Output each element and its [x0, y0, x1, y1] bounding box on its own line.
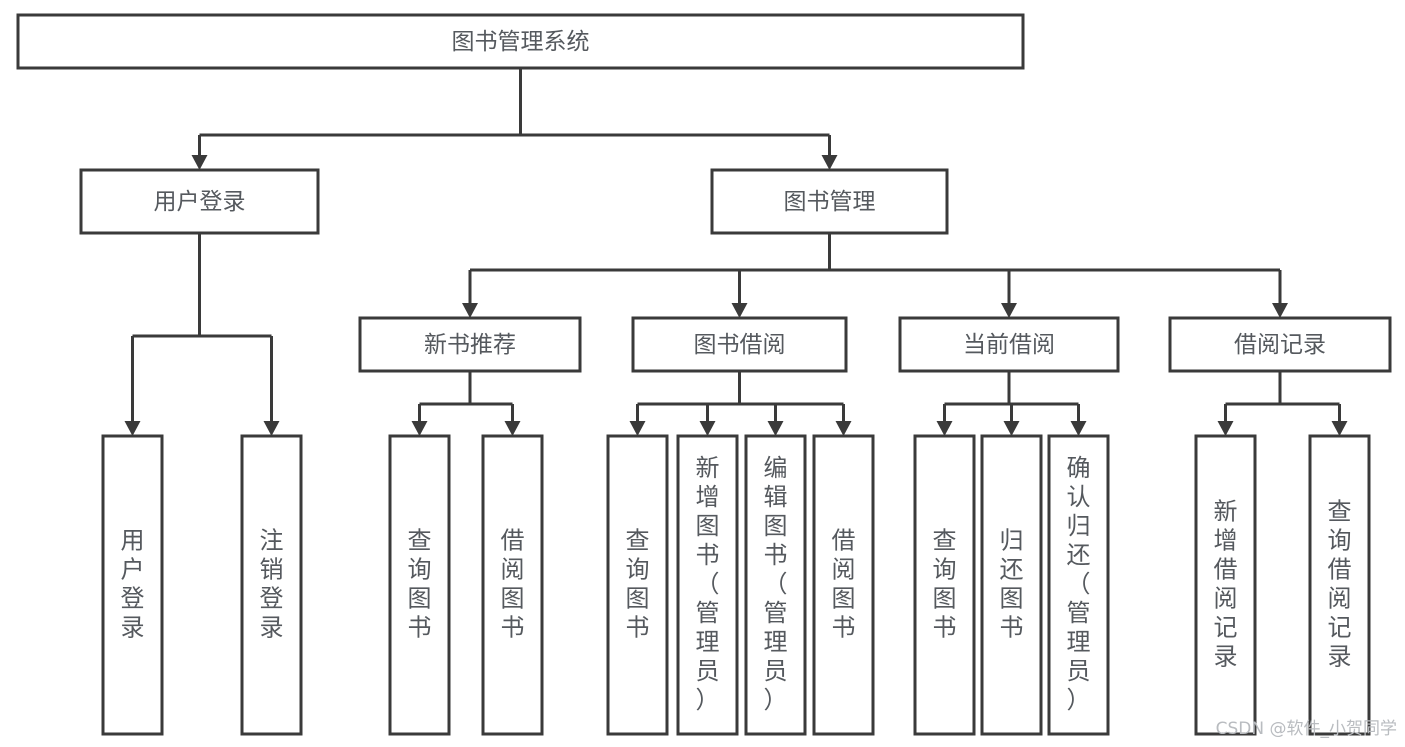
edge-userlogin-leaf-user-logout-arrowhead	[263, 421, 280, 436]
node-box-leaf-return-book[interactable]	[980, 434, 1043, 736]
node-leaf-borrow-book-2[interactable]: 借阅图书	[812, 434, 875, 736]
node-label-current-borrow: 当前借阅	[963, 332, 1055, 358]
node-leaf-return-book[interactable]: 归还图书	[980, 434, 1043, 736]
node-box-leaf-query-book-1[interactable]	[388, 434, 451, 736]
node-box-undefined[interactable]	[16, 13, 1025, 70]
node-box-leaf-user-login[interactable]	[101, 434, 164, 736]
edge-book-borrow-leaf-add-book-arrowhead	[699, 421, 716, 436]
node-box-leaf-borrow-book-1[interactable]	[481, 434, 544, 736]
node-label-book-manage: 图书管理	[784, 189, 876, 215]
node-label-user-login: 用户登录	[154, 189, 246, 215]
node-label-leaf-user-logout: 注销登录	[260, 527, 284, 642]
edge-root-book-manage-arrowhead	[821, 155, 838, 170]
node-leaf-query-book-3[interactable]: 查询图书	[913, 434, 976, 736]
edge-current-borrow-leaf-confirm-return-arrowhead	[1070, 421, 1087, 436]
edge-layer	[124, 68, 1348, 436]
node-box-new-book-recommend[interactable]	[358, 316, 582, 373]
node-leaf-query-book-1[interactable]: 查询图书	[388, 434, 451, 736]
node-box-borrow-record[interactable]	[1168, 316, 1392, 373]
node-box-leaf-query-record[interactable]	[1308, 434, 1371, 736]
node-book-borrow[interactable]: 图书借阅	[631, 316, 848, 373]
edge-borrow-record-leaf-add-record-arrowhead	[1217, 421, 1234, 436]
node-label-leaf-add-record: 新增借阅记录	[1214, 498, 1238, 671]
node-box-leaf-query-book-3[interactable]	[913, 434, 976, 736]
node-box-user-login[interactable]	[79, 168, 320, 235]
node-undefined[interactable]: 图书管理系统	[16, 13, 1025, 70]
edge-userlogin-leaf-user-login-arrowhead	[124, 421, 141, 436]
node-label-leaf-confirm-return: 确认归还（管理员）	[1067, 454, 1091, 714]
node-leaf-query-book-2[interactable]: 查询图书	[606, 434, 669, 736]
node-leaf-borrow-book-1[interactable]: 借阅图书	[481, 434, 544, 736]
node-leaf-edit-book[interactable]: 编辑图书（管理员）	[744, 434, 807, 736]
edge-current-borrow-leaf-query-book-3-arrowhead	[936, 421, 953, 436]
node-box-leaf-add-book[interactable]	[676, 434, 739, 736]
node-leaf-add-record[interactable]: 新增借阅记录	[1194, 434, 1257, 736]
node-label-new-book-recommend: 新书推荐	[424, 332, 516, 358]
node-label-leaf-query-book-1: 查询图书	[408, 527, 432, 642]
edge-new-book-recommend-leaf-query-book-1-arrowhead	[411, 421, 428, 436]
node-new-book-recommend[interactable]: 新书推荐	[358, 316, 582, 373]
edge-borrow-record-leaf-query-record-arrowhead	[1331, 421, 1348, 436]
node-user-login[interactable]: 用户登录	[79, 168, 320, 235]
node-box-book-manage[interactable]	[710, 168, 949, 235]
node-label-leaf-query-record: 查询借阅记录	[1328, 498, 1352, 671]
node-label-leaf-user-login: 用户登录	[121, 527, 145, 642]
edge-book-borrow-leaf-borrow-book-2-arrowhead	[835, 421, 852, 436]
edge-new-book-recommend-leaf-borrow-book-1-arrowhead	[504, 421, 521, 436]
node-label-leaf-borrow-book-2: 借阅图书	[832, 527, 856, 642]
node-book-manage[interactable]: 图书管理	[710, 168, 949, 235]
edge-bookmanage-new-book-recommend-arrowhead	[462, 303, 478, 318]
node-label-leaf-edit-book: 编辑图书（管理员）	[764, 454, 788, 714]
node-label-book-borrow: 图书借阅	[694, 332, 786, 358]
node-box-leaf-confirm-return[interactable]	[1047, 434, 1110, 736]
edge-book-borrow-leaf-query-book-2-arrowhead	[629, 421, 646, 436]
node-label-leaf-query-book-2: 查询图书	[626, 527, 650, 642]
edge-bookmanage-current-borrow-arrowhead	[1001, 303, 1017, 318]
edge-root-user-login-arrowhead	[191, 155, 208, 170]
node-box-book-borrow[interactable]	[631, 316, 848, 373]
node-leaf-confirm-return[interactable]: 确认归还（管理员）	[1047, 434, 1110, 736]
node-label-leaf-borrow-book-1: 借阅图书	[501, 527, 525, 642]
node-borrow-record[interactable]: 借阅记录	[1168, 316, 1392, 373]
node-box-leaf-borrow-book-2[interactable]	[812, 434, 875, 736]
node-label-borrow-record: 借阅记录	[1234, 332, 1326, 358]
node-label-leaf-return-book: 归还图书	[1000, 527, 1024, 642]
node-label-undefined: 图书管理系统	[452, 29, 590, 55]
node-leaf-add-book[interactable]: 新增图书（管理员）	[676, 434, 739, 736]
node-current-borrow[interactable]: 当前借阅	[898, 316, 1120, 373]
edge-book-borrow-leaf-edit-book-arrowhead	[767, 421, 784, 436]
edge-current-borrow-leaf-return-book-arrowhead	[1003, 421, 1020, 436]
node-box-leaf-edit-book[interactable]	[744, 434, 807, 736]
node-box-leaf-user-logout[interactable]	[240, 434, 303, 736]
node-label-leaf-add-book: 新增图书（管理员）	[696, 454, 720, 714]
node-layer: 图书管理系统用户登录图书管理新书推荐图书借阅当前借阅借阅记录用户登录注销登录查询…	[16, 13, 1392, 736]
edge-bookmanage-book-borrow-arrowhead	[731, 303, 748, 318]
node-box-leaf-add-record[interactable]	[1194, 434, 1257, 736]
node-label-leaf-query-book-3: 查询图书	[933, 527, 957, 642]
node-box-leaf-query-book-2[interactable]	[606, 434, 669, 736]
node-leaf-user-logout[interactable]: 注销登录	[240, 434, 303, 736]
node-leaf-user-login[interactable]: 用户登录	[101, 434, 164, 736]
edge-bookmanage-borrow-record-arrowhead	[1272, 303, 1288, 318]
node-leaf-query-record[interactable]: 查询借阅记录	[1308, 434, 1371, 736]
node-box-current-borrow[interactable]	[898, 316, 1120, 373]
